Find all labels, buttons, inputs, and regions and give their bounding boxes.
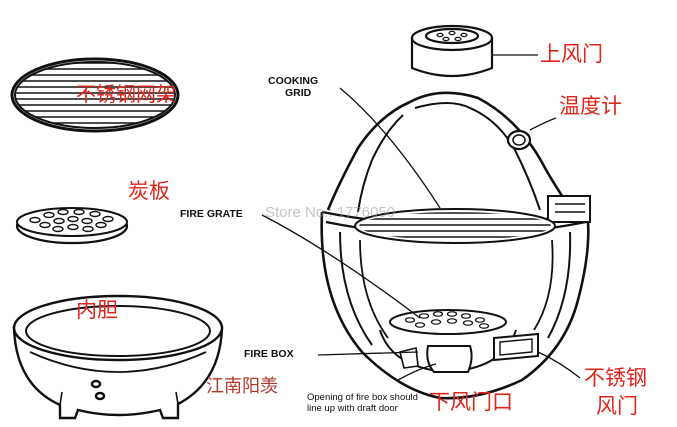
- label-bottom-vent-cn: 下风门口: [429, 390, 513, 414]
- label-cooking-grid-en-2: GRID: [285, 87, 312, 99]
- label-thermometer-cn: 温度计: [559, 94, 622, 118]
- label-cooking-grid-en-1: COOKING: [268, 75, 319, 87]
- leader-lines: [261, 54, 581, 381]
- fire-grate-drawing: [15, 207, 129, 245]
- cooking-grid-drawing: [10, 57, 180, 133]
- label-stainless-door-cn-1: 不锈钢: [584, 366, 647, 390]
- label-top-vent-cn: 上风门: [540, 42, 603, 66]
- label-stainless-door-cn-2: 风门: [596, 394, 638, 418]
- label-opening-note: Opening of fire box should line up with …: [307, 392, 418, 414]
- inner-firebox-drawing: [379, 309, 539, 374]
- label-fire-box-cn: 内胆: [76, 298, 118, 322]
- store-watermark: Store No.: 1776050: [265, 204, 396, 221]
- label-cooking-grid-cn: 不锈钢网架: [76, 82, 176, 106]
- label-fire-box-en: FIRE BOX: [244, 348, 294, 360]
- label-watermark-cn: 江南阳羡: [206, 376, 278, 397]
- inner-grid-hatch: [359, 212, 551, 240]
- fire-box-drawing: [12, 294, 224, 420]
- top-vent-drawing: [410, 24, 494, 78]
- label-fire-grate-cn: 炭板: [128, 179, 170, 203]
- label-fire-grate-en: FIRE GRATE: [180, 208, 243, 220]
